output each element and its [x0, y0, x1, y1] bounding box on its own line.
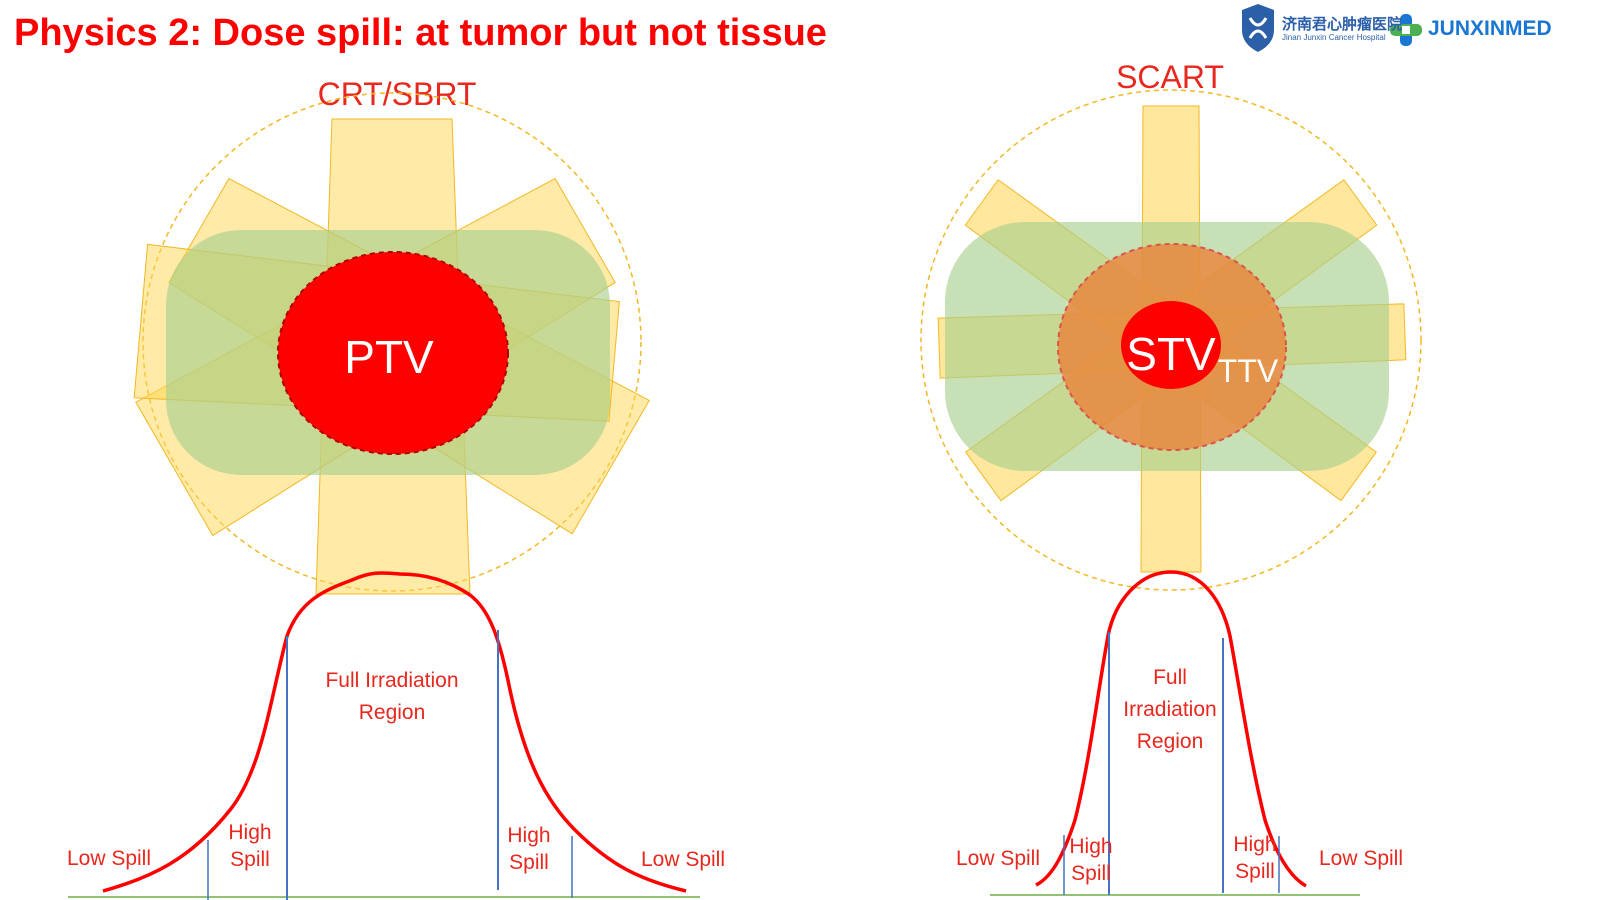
left-high-spill-label: Spill — [509, 851, 549, 874]
right-dose-curve — [1035, 570, 1307, 888]
right-high-spill-label: High — [1233, 833, 1276, 856]
ptv-label: PTV — [344, 331, 434, 383]
hospital-name-en: Jinan Junxin Cancer Hospital — [1282, 33, 1386, 42]
left-heading: CRT/SBRT — [318, 76, 477, 112]
stv-label: STV — [1126, 328, 1216, 380]
right-low-spill-label: Low Spill — [1319, 847, 1403, 870]
left-ptv — [277, 251, 509, 455]
left-dose-curve — [102, 571, 687, 893]
left-full-irradiation-label: Region — [359, 701, 426, 724]
right-full-irradiation-label: Irradiation — [1123, 698, 1216, 721]
right-high-spill-label: High — [1069, 835, 1112, 858]
hospital-logo — [1242, 4, 1422, 52]
right-heading: SCART — [1116, 59, 1224, 95]
right-high-spill-label: Spill — [1235, 860, 1275, 883]
left-high-spill-label: High — [228, 821, 271, 844]
junxinmed-cross-icon — [1390, 14, 1422, 46]
right-panel: SCART STV TTV Full Irradiation Region Hi… — [920, 59, 1422, 896]
left-high-spill-label: Spill — [230, 848, 270, 871]
left-low-spill-label: Low Spill — [641, 848, 725, 871]
right-low-spill-label: Low Spill — [956, 847, 1040, 870]
right-beam-envelope — [920, 89, 1422, 591]
shield-icon — [1242, 4, 1274, 52]
brand-name: JUNXINMED — [1428, 17, 1552, 40]
right-full-irradiation-label: Region — [1137, 730, 1204, 753]
logo-group: 济南君心肿瘤医院 Jinan Junxin Cancer Hospital JU… — [1238, 2, 1598, 54]
left-high-spill-label: High — [507, 824, 550, 847]
left-low-spill-label: Low Spill — [67, 847, 151, 870]
left-full-irradiation-label: Full Irradiation — [325, 669, 458, 692]
right-high-spill-label: Spill — [1071, 862, 1111, 885]
hospital-name-cn: 济南君心肿瘤医院 — [1282, 16, 1403, 33]
right-stv — [1121, 301, 1221, 389]
right-full-irradiation-label: Full — [1153, 666, 1187, 689]
left-panel: CRT/SBRT PTV Full Irradiation Region Hig… — [67, 76, 725, 900]
ttv-label: TTV — [1218, 353, 1279, 389]
slide-title: Physics 2: Dose spill: at tumor but not … — [14, 12, 827, 54]
